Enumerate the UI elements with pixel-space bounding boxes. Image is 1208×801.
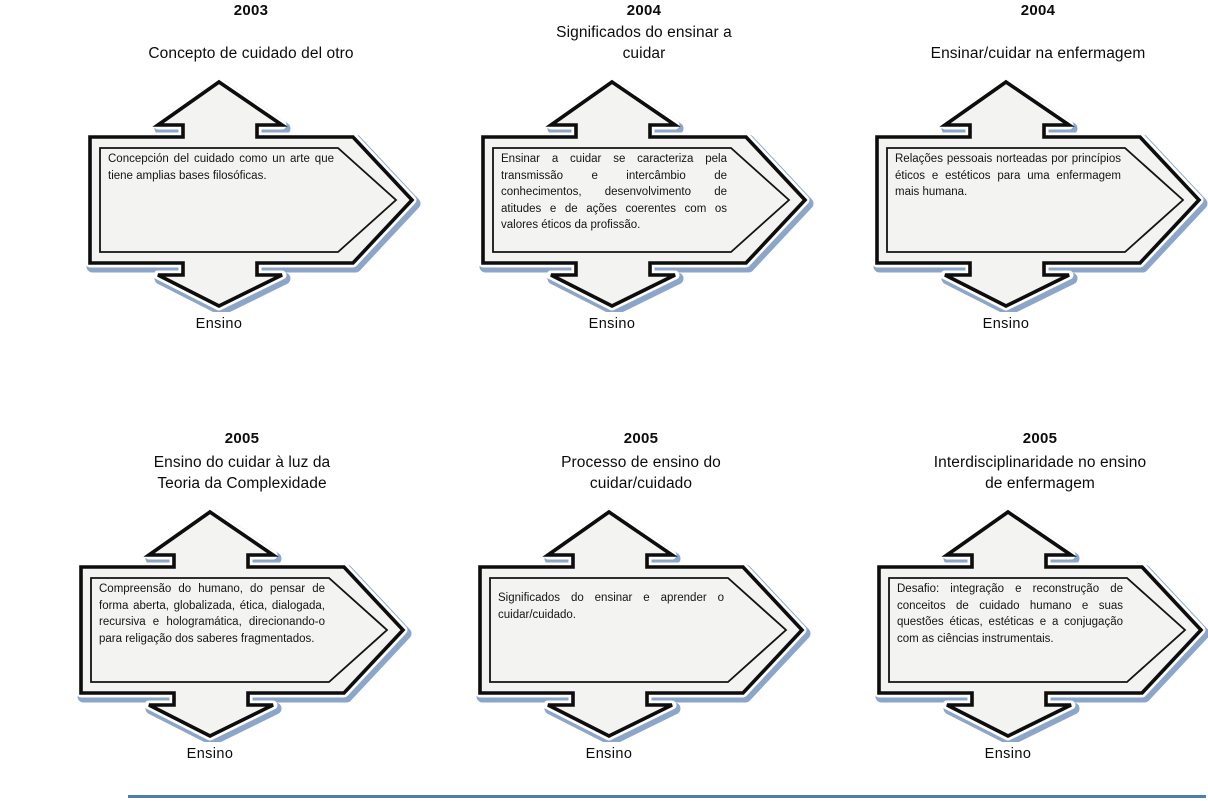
figure-header: 2004 Significados do ensinar a cuidar (464, 0, 824, 78)
figure-description: Desafio: integração e reconstrução de co… (897, 583, 1123, 645)
timeline-item-2004b: 2004 Ensinar/cuidar na enfermagem Relaçõ… (858, 0, 1208, 332)
figure-year: 2005 (623, 430, 659, 447)
figure-year: 2005 (1022, 430, 1058, 447)
arrow-callout-shape: Concepción del cuidado como un arte que … (84, 78, 422, 312)
figure-header: 2005 Ensino do cuidar à luz da Teoria da… (62, 428, 422, 508)
figure-header: 2004 Ensinar/cuidar na enfermagem (858, 0, 1208, 78)
figure-title: Processo de ensino do cuidar/cuidado (561, 454, 721, 492)
arrow-callout-shape: Compreensão do humano, do pensar de form… (75, 508, 413, 742)
figure-year: 2004 (626, 2, 662, 19)
timeline-item-2005b: 2005 Processo de ensino do cuidar/cuidad… (461, 428, 821, 762)
figure-axis-label: Ensino (984, 746, 1032, 762)
divider-line (128, 795, 1206, 798)
figure-year: 2004 (1020, 2, 1056, 19)
figure-description: Ensinar a cuidar se caracteriza pela tra… (501, 153, 727, 231)
figure-title: Significados do ensinar a cuidar (556, 24, 732, 62)
figure-title: Interdisciplinaridade no ensino de enfer… (933, 454, 1147, 492)
quad-arrow-icon (85, 78, 421, 312)
figure-title: Ensinar/cuidar na enfermagem (930, 45, 1146, 62)
figure-axis-label: Ensino (982, 316, 1030, 332)
arrow-callout-shape: Significados do ensinar e aprender o cui… (474, 508, 812, 742)
quad-arrow-icon (478, 78, 814, 312)
figure-description: Significados do ensinar e aprender o cui… (498, 592, 724, 621)
arrow-callout-shape: Relações pessoais norteadas por princípi… (871, 78, 1208, 312)
figure-header: 2005 Interdisciplinaridade no ensino de … (860, 428, 1208, 508)
figure-description: Relações pessoais norteadas por princípi… (895, 153, 1121, 198)
timeline-item-2004a: 2004 Significados do ensinar a cuidar En… (464, 0, 824, 332)
figure-axis-label: Ensino (588, 316, 636, 332)
timeline-item-2005a: 2005 Ensino do cuidar à luz da Teoria da… (62, 428, 422, 762)
figure-header: 2005 Processo de ensino do cuidar/cuidad… (461, 428, 821, 508)
figure-axis-label: Ensino (585, 746, 633, 762)
figure-title: Ensino do cuidar à luz da Teoria da Comp… (153, 454, 331, 492)
quad-arrow-icon (872, 78, 1208, 312)
figure-year: 2003 (233, 2, 269, 19)
timeline-item-2003: 2003 Concepto de cuidado del otro Concep… (71, 0, 431, 332)
figure-description: Concepción del cuidado como un arte que … (108, 153, 334, 182)
figure-description: Compreensão do humano, do pensar de form… (99, 583, 325, 645)
arrow-callout-shape: Desafio: integração e reconstrução de co… (873, 508, 1208, 742)
quad-arrow-icon (475, 508, 811, 742)
figure-axis-label: Ensino (186, 746, 234, 762)
figure-year: 2005 (224, 430, 260, 447)
timeline-item-2005c: 2005 Interdisciplinaridade no ensino de … (860, 428, 1208, 762)
arrow-callout-shape: Ensinar a cuidar se caracteriza pela tra… (477, 78, 815, 312)
figure-header: 2003 Concepto de cuidado del otro (71, 0, 431, 78)
figure-title: Concepto de cuidado del otro (148, 45, 354, 62)
quad-arrow-icon (874, 508, 1208, 742)
figure-axis-label: Ensino (195, 316, 243, 332)
quad-arrow-icon (76, 508, 412, 742)
